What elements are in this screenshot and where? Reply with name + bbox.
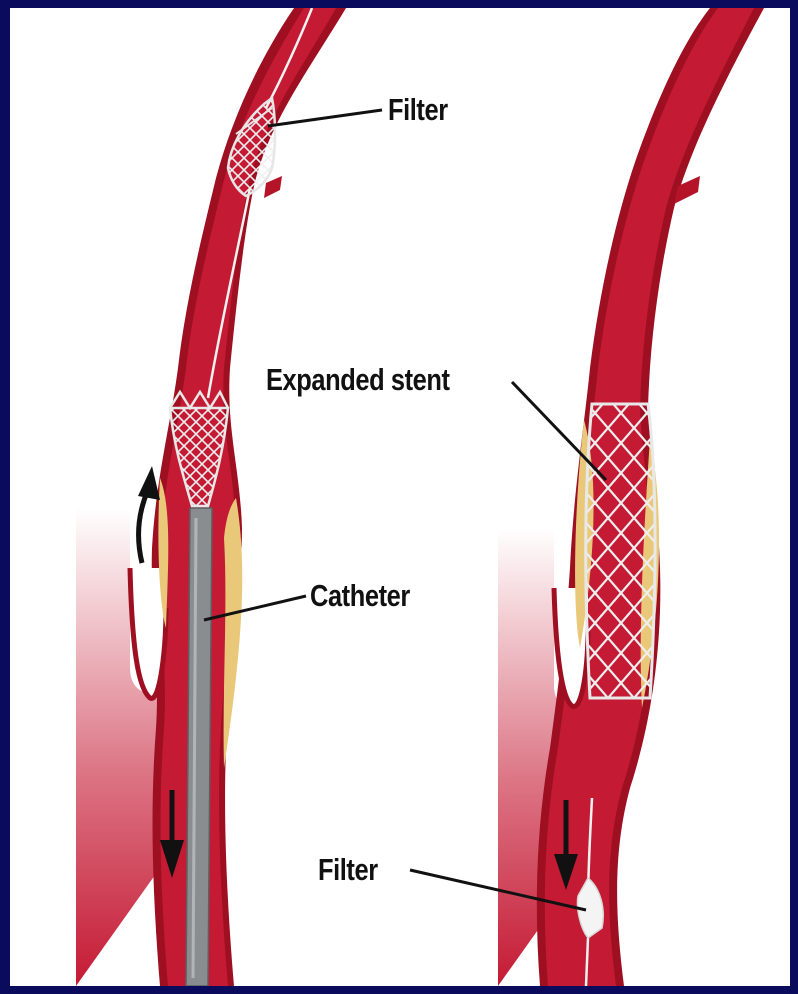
- label-filter-top: Filter: [388, 92, 448, 128]
- diagram-frame: Filter Expanded stent Catheter Filter: [10, 8, 790, 986]
- label-filter-bottom: Filter: [318, 852, 378, 888]
- label-expanded-stent: Expanded stent: [266, 362, 450, 398]
- carotid-stent-illustration: [10, 8, 790, 986]
- leader-filter-top: [268, 110, 382, 126]
- expanded-stent: [586, 404, 655, 698]
- left-vessel: [76, 8, 346, 986]
- catheter: [186, 508, 212, 986]
- label-catheter: Catheter: [310, 578, 410, 614]
- left-plaque-right: [224, 498, 243, 768]
- right-vessel: [498, 8, 764, 986]
